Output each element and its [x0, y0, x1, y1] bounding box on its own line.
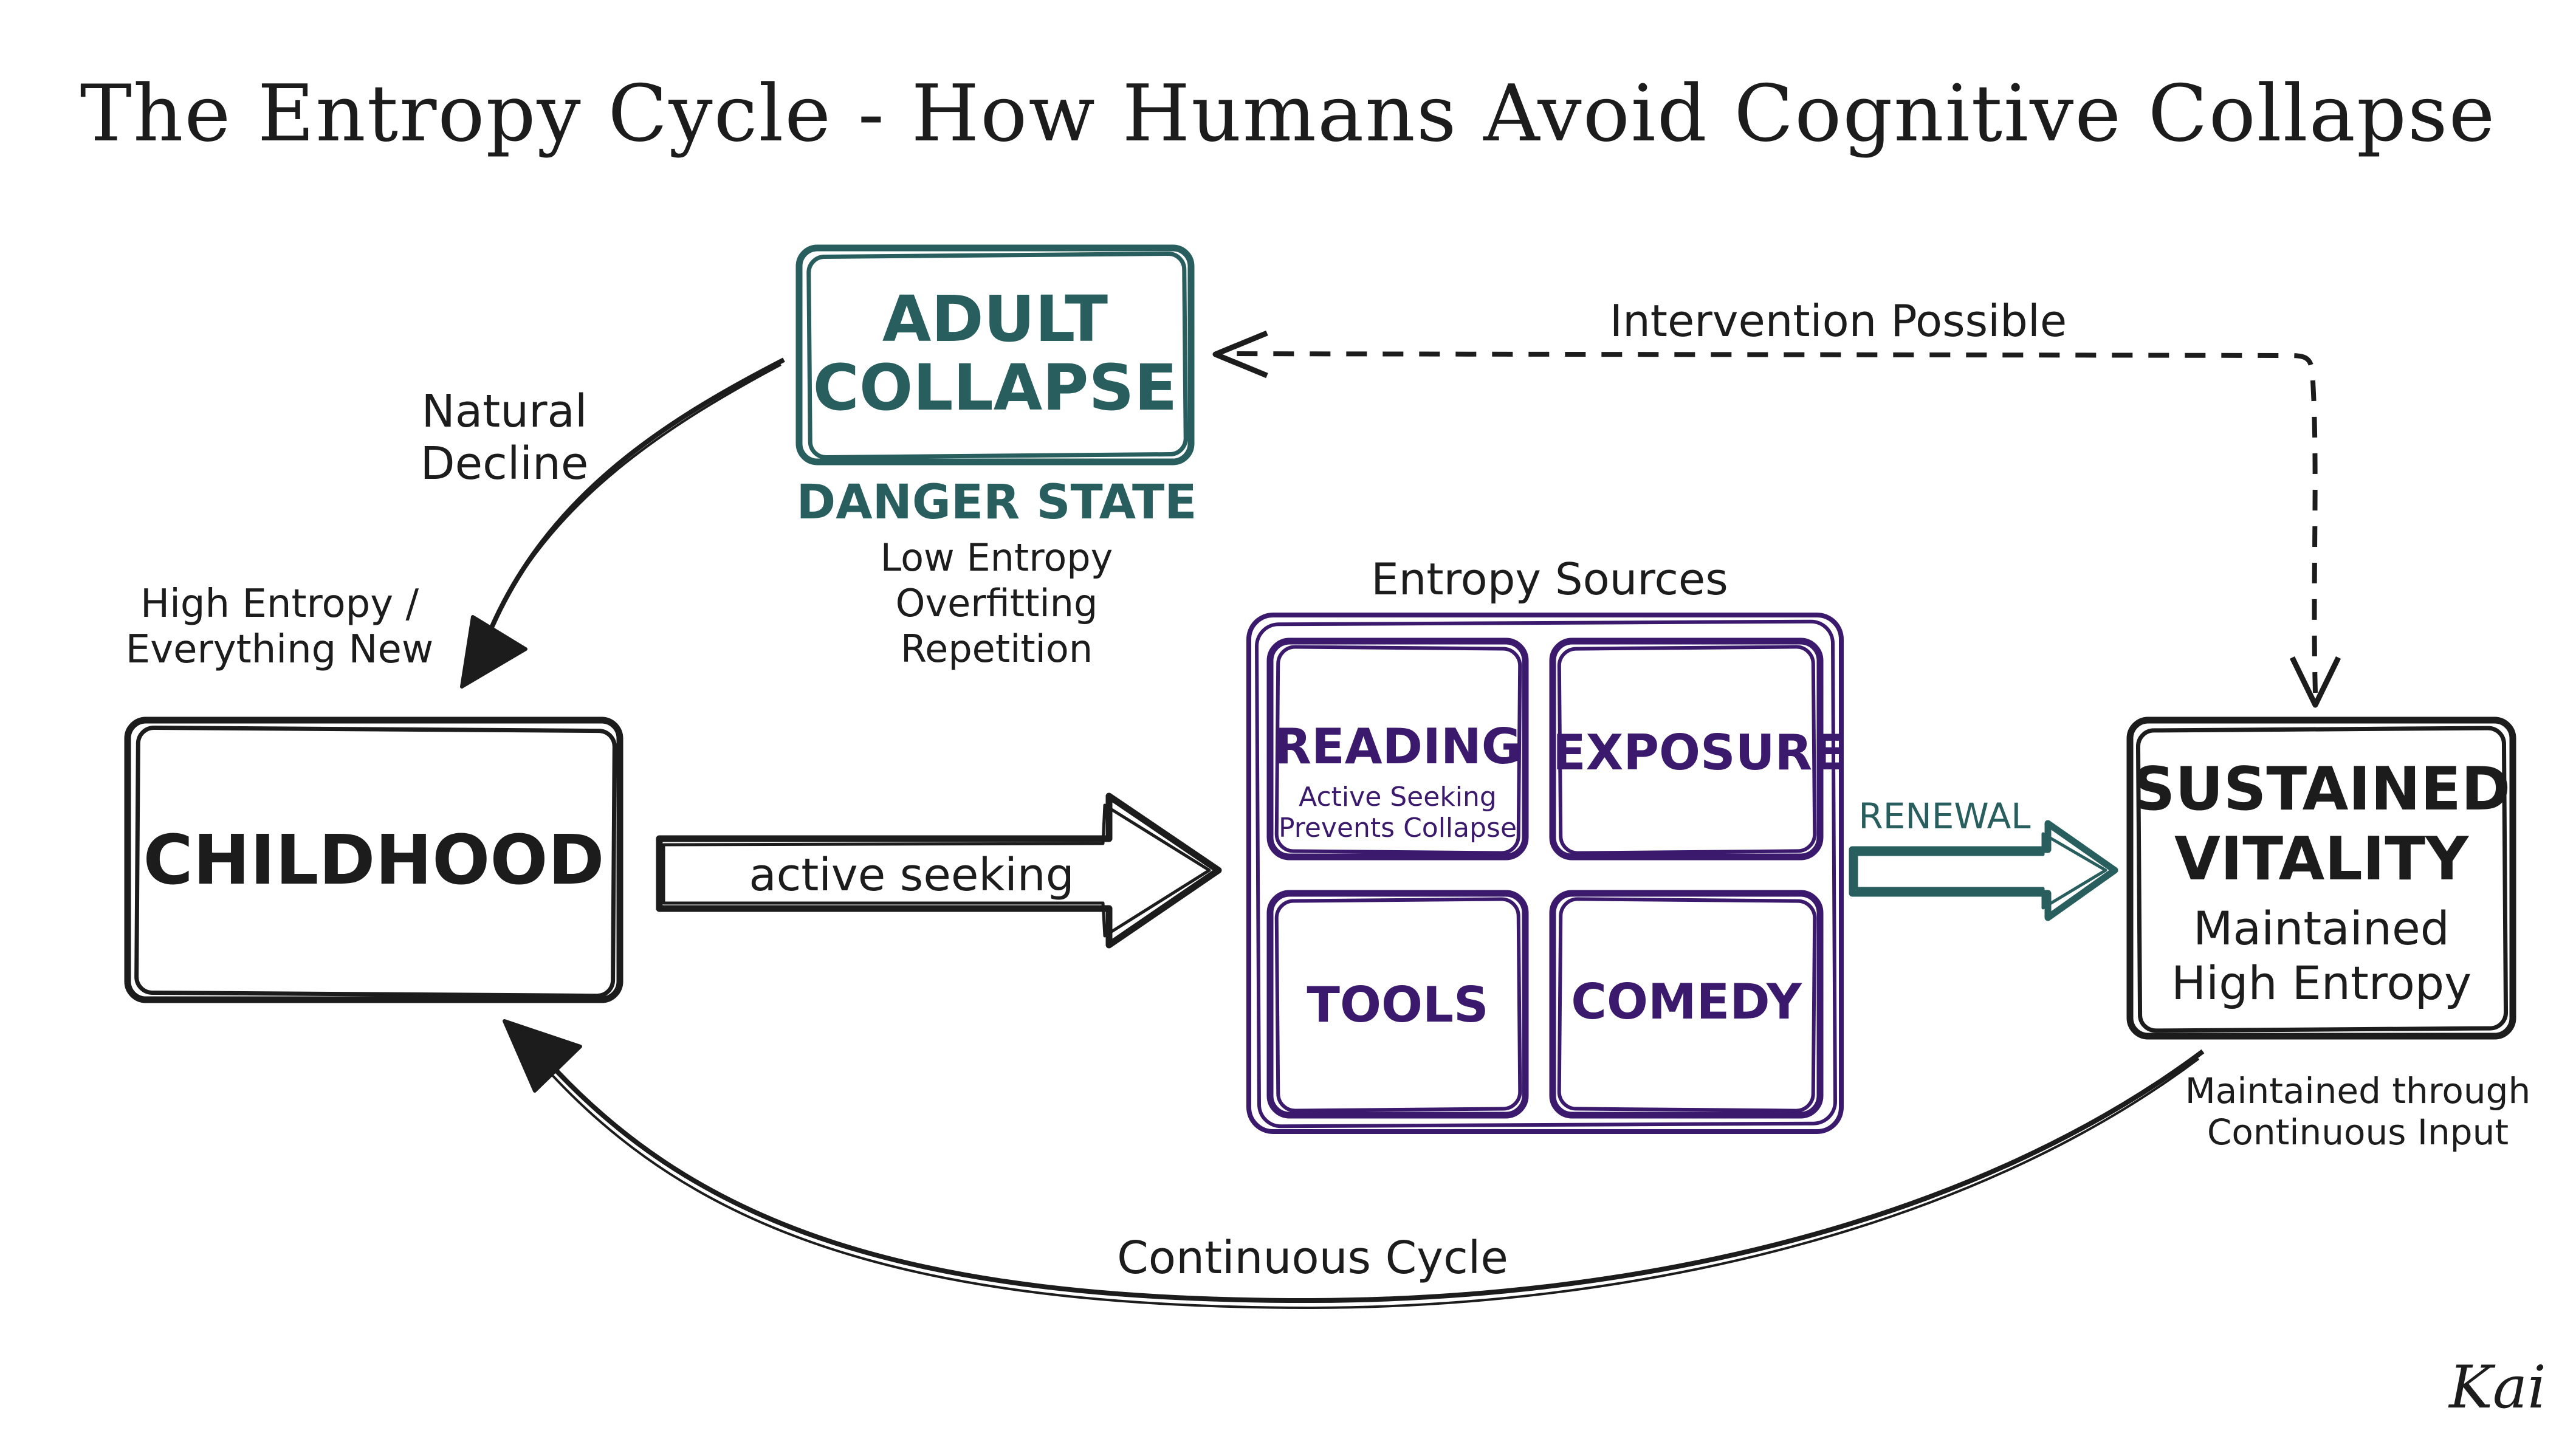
comedy-label: COMEDY [1571, 974, 1802, 1030]
entropy-sources-heading: Entropy Sources [1371, 554, 1728, 605]
childhood-note-line2: Everything New [125, 627, 434, 672]
adult-collapse-box [795, 244, 1195, 466]
sustained-vitality-box [2126, 716, 2516, 1040]
reading-sub-line2: Prevents Collapse [1278, 813, 1517, 844]
renewal-label: RENEWAL [1858, 796, 2031, 837]
adult-collapse-detail-2: Overfitting [895, 581, 1098, 625]
artist-signature: Kai [2449, 1353, 2546, 1421]
continuous-cycle-arrow [503, 1019, 2205, 1310]
active-seeking-arrow [656, 792, 1222, 949]
sustained-vitality-sub-line2: High Entropy [2171, 956, 2472, 1010]
childhood-note-line1: High Entropy / [140, 582, 419, 627]
childhood-label: CHILDHOOD [143, 821, 605, 900]
sustained-vitality-label-line2: VITALITY [2174, 825, 2469, 894]
intervention-label: Intervention Possible [1609, 295, 2067, 346]
active-seeking-label: active seeking [749, 849, 1074, 901]
adult-collapse-label-line2: COLLAPSE [812, 351, 1178, 425]
comedy-cell-box [1549, 890, 1824, 1119]
adult-collapse-detail-1: Low Entropy [880, 535, 1113, 580]
renewal-arrow [1849, 820, 2118, 921]
reading-label: READING [1274, 718, 1522, 775]
tools-label: TOOLS [1307, 977, 1489, 1033]
natural-decline-label-line1: Natural [421, 385, 588, 438]
reading-cell-box [1266, 637, 1529, 861]
exposure-label: EXPOSURE [1553, 724, 1846, 781]
sustained-vitality-note-line2: Continuous Input [2207, 1112, 2509, 1153]
entropy-sources-container [1246, 613, 1844, 1134]
diagram-title: The Entropy Cycle - How Humans Avoid Cog… [80, 69, 2496, 159]
sustained-vitality-note-line1: Maintained through [2185, 1070, 2531, 1112]
natural-decline-arrow [460, 357, 785, 689]
danger-state-label: DANGER STATE [796, 475, 1197, 530]
exposure-cell-box [1549, 637, 1824, 861]
intervention-dashed-arrow [1212, 330, 2341, 708]
childhood-box [124, 716, 623, 1003]
adult-collapse-detail-3: Repetition [900, 627, 1093, 671]
reading-sub-line1: Active Seeking [1299, 782, 1497, 813]
adult-collapse-label-line1: ADULT [882, 282, 1108, 356]
tools-cell-box [1266, 890, 1529, 1119]
sustained-vitality-sub-line1: Maintained [2193, 901, 2450, 955]
natural-decline-label-line2: Decline [420, 438, 589, 490]
continuous-cycle-label: Continuous Cycle [1117, 1232, 1508, 1284]
sustained-vitality-label-line1: SUSTAINED [2132, 755, 2511, 824]
